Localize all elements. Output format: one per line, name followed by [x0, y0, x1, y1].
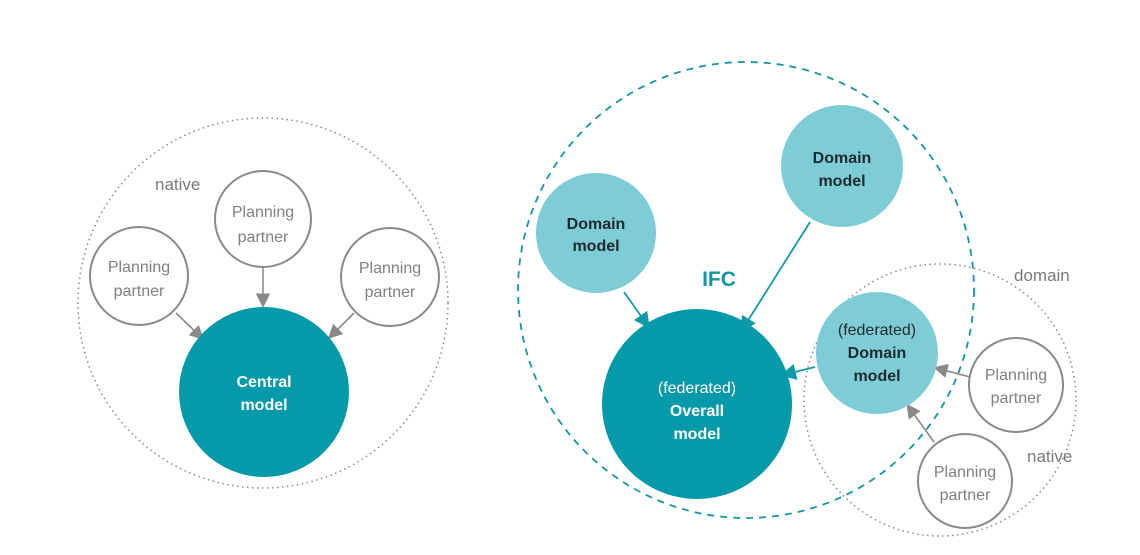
- overall-model-line2: Overall: [670, 403, 724, 420]
- domain-model-top-line2: model: [818, 173, 865, 190]
- central-model: Central model: [179, 307, 349, 477]
- planning-partner-left-line2: partner: [114, 283, 165, 300]
- overall-model-line1: (federated): [658, 380, 736, 397]
- planning-partner-left: Planning partner: [89, 226, 189, 326]
- arrow-domain-top-to-overall: [740, 221, 811, 333]
- arrow-partner-left-to-central: [175, 312, 205, 340]
- arrow-partner-right-to-federated: [933, 363, 971, 378]
- planning-partner-left-line1: Planning: [108, 259, 170, 276]
- central-model-line2: model: [240, 397, 287, 414]
- domain-boundary-label: domain: [1014, 266, 1070, 285]
- planning-partner-sub-bottom: Planning partner: [917, 433, 1013, 529]
- federated-domain-model-line2: Domain: [848, 345, 907, 362]
- right-diagram: domain native IFC Domain model Domain mo…: [517, 61, 1077, 537]
- overall-model: (federated) Overall model: [602, 309, 792, 499]
- planning-partner-right-line2: partner: [365, 284, 416, 301]
- overall-model-line3: model: [673, 426, 720, 443]
- domain-model-top: Domain model: [781, 105, 903, 227]
- planning-partner-sub-right-line2: partner: [991, 390, 1042, 407]
- planning-partner-sub-right-line1: Planning: [985, 367, 1047, 384]
- arrow-partner-bottom-to-federated: [906, 403, 935, 443]
- arrow-federated-domain-to-overall: [779, 363, 816, 380]
- domain-model-left-line1: Domain: [567, 216, 626, 233]
- native-boundary: [77, 117, 449, 489]
- planning-partner-sub-bottom-line2: partner: [940, 487, 991, 504]
- domain-model-left-line2: model: [572, 238, 619, 255]
- planning-partner-right-line1: Planning: [359, 260, 421, 277]
- planning-partner-top: Planning partner: [214, 170, 312, 268]
- domain-native-boundary: [803, 263, 1077, 537]
- native-sub-boundary-label: native: [1027, 447, 1072, 466]
- planning-partner-sub-bottom-line1: Planning: [934, 464, 996, 481]
- planning-partner-top-line1: Planning: [232, 204, 294, 221]
- arrow-partner-right-to-central: [327, 312, 355, 340]
- federated-domain-model-line3: model: [853, 368, 900, 385]
- planning-partner-sub-right: Planning partner: [968, 337, 1064, 433]
- planning-partner-right: Planning partner: [340, 227, 440, 327]
- domain-model-top-line1: Domain: [813, 150, 872, 167]
- federated-domain-model-line1: (federated): [838, 322, 916, 339]
- planning-partner-top-line2: partner: [238, 229, 289, 246]
- domain-model-left: Domain model: [536, 173, 656, 293]
- left-diagram: native Planning partner Planning partner…: [77, 117, 449, 489]
- ifc-boundary: [517, 61, 975, 519]
- arrow-domain-left-to-overall: [623, 291, 650, 329]
- federated-domain-model: (federated) Domain model: [816, 292, 938, 414]
- ifc-label: IFC: [702, 268, 736, 291]
- native-boundary-label: native: [155, 175, 200, 194]
- central-model-line1: Central: [236, 374, 291, 391]
